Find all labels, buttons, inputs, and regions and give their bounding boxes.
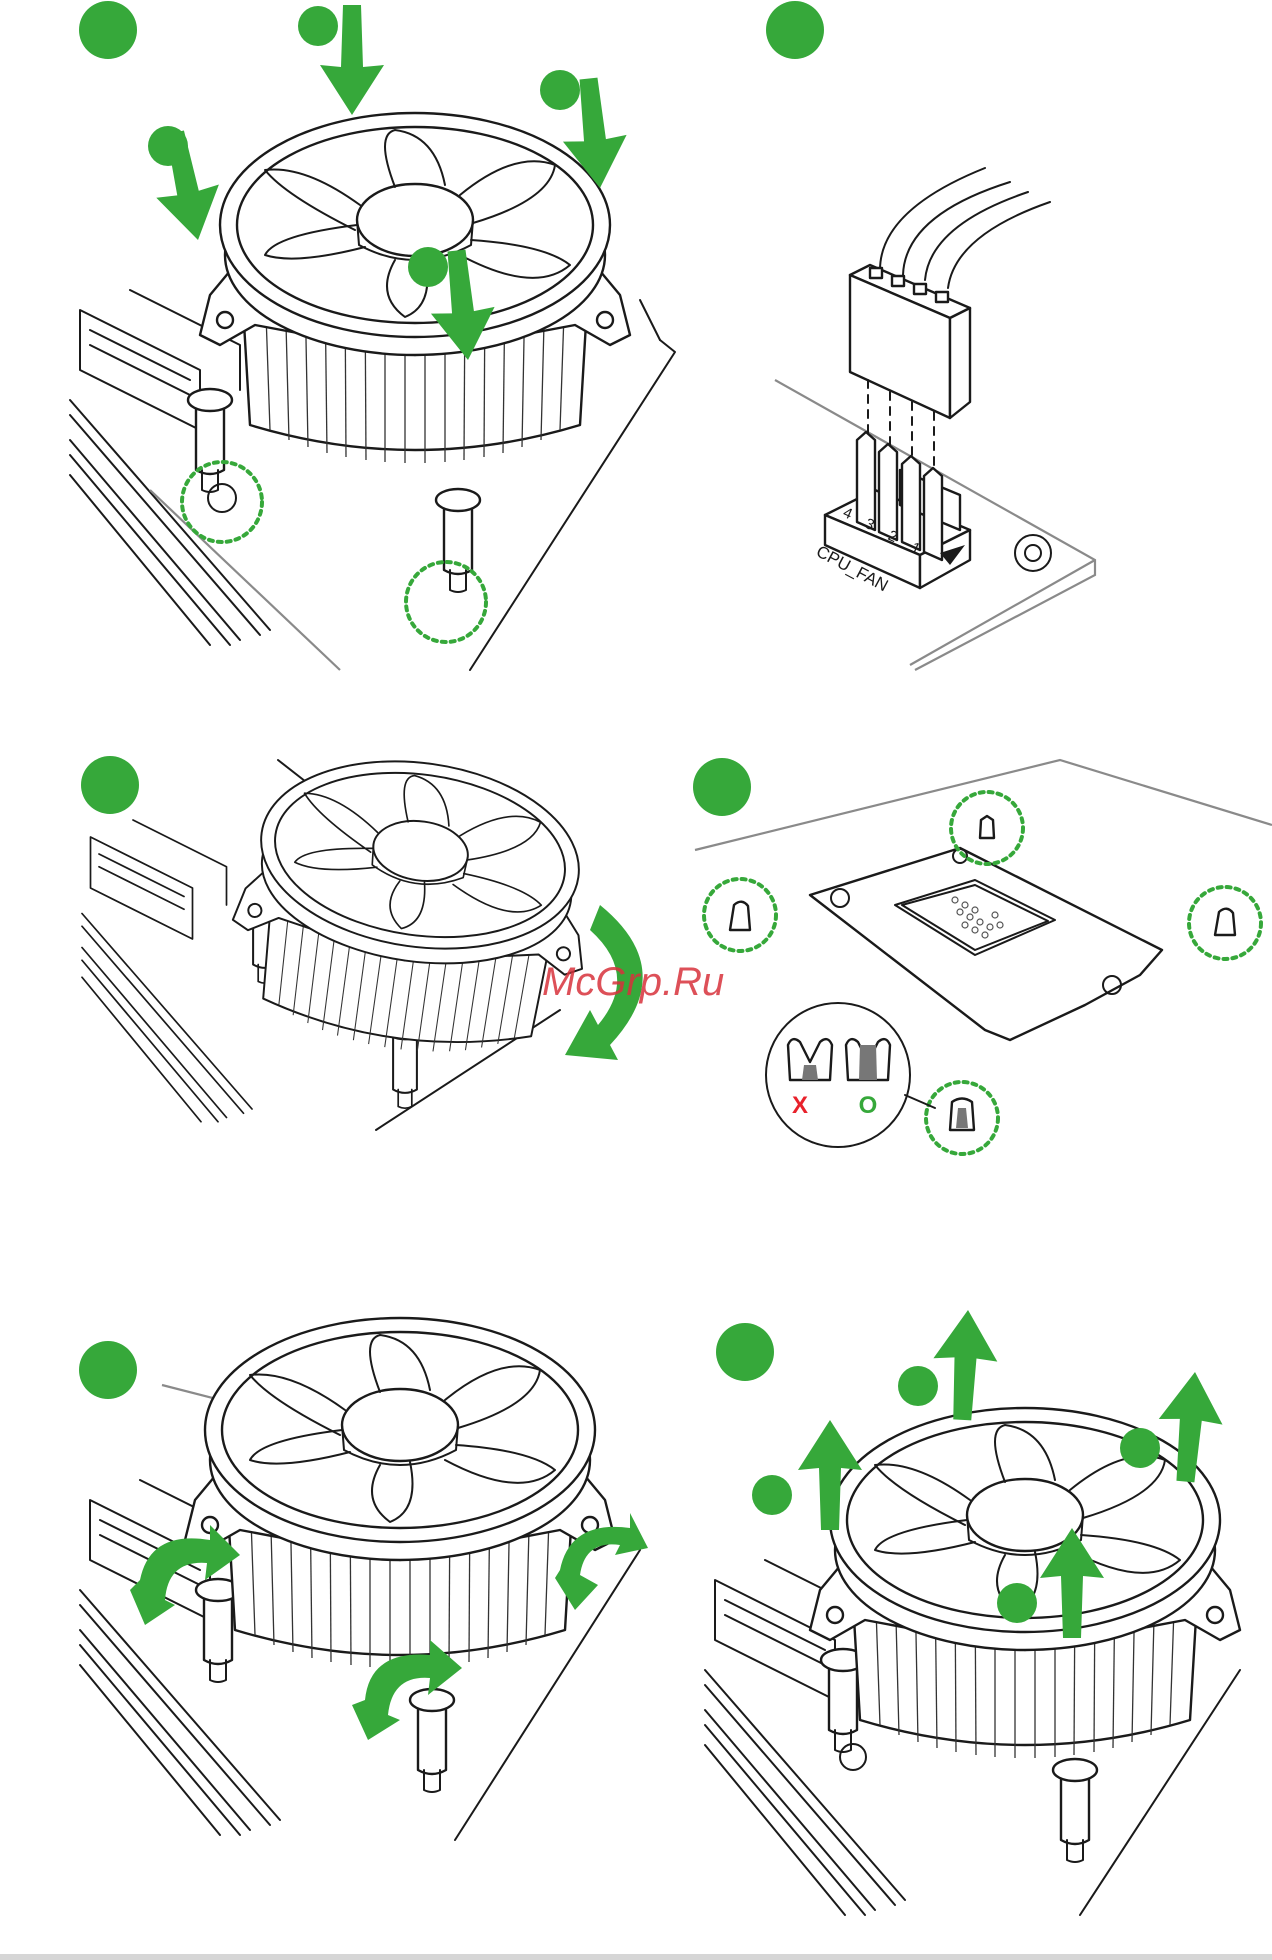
latch-wrong-example: X bbox=[788, 1039, 832, 1119]
step-dot-b bbox=[540, 70, 580, 110]
wrong-mark: X bbox=[792, 1092, 808, 1119]
right-mark: O bbox=[859, 1092, 878, 1119]
fastener-ring-front bbox=[406, 562, 486, 642]
watermark: McGrp.Ru bbox=[542, 960, 724, 1004]
page-bottom-band bbox=[0, 1954, 1272, 1960]
latch-right-example: O bbox=[846, 1039, 890, 1119]
panel-6-lift-cooler bbox=[705, 1308, 1240, 1915]
step-dot-d bbox=[408, 247, 448, 287]
panel-3-rotate-fasteners bbox=[81, 740, 643, 1130]
step-marker-3 bbox=[81, 756, 139, 814]
lift-dot-d bbox=[997, 1583, 1037, 1623]
panel-2-connect-fan-cable: 4 3 2 1 CPU_FAN bbox=[766, 1, 1095, 670]
step-marker-2 bbox=[766, 1, 824, 59]
lift-dot-a bbox=[898, 1366, 938, 1406]
panel-4-check-latches: X O bbox=[693, 758, 1272, 1154]
step-marker-5 bbox=[79, 1341, 137, 1399]
panel-5-turn-fasteners bbox=[79, 1318, 648, 1840]
step-marker-6 bbox=[716, 1323, 774, 1381]
lift-dot-b bbox=[1120, 1428, 1160, 1468]
fastener-ring-left bbox=[182, 462, 262, 542]
step-marker-4 bbox=[693, 758, 751, 816]
step-dot-a bbox=[298, 6, 338, 46]
cpu-fan-header: 4 3 2 1 CPU_FAN bbox=[813, 432, 970, 595]
step-marker-1 bbox=[79, 1, 137, 59]
fan-wires bbox=[880, 168, 1050, 288]
panel-1-press-fasteners bbox=[70, 1, 675, 670]
lift-dot-c bbox=[752, 1475, 792, 1515]
step-dot-c bbox=[148, 126, 188, 166]
